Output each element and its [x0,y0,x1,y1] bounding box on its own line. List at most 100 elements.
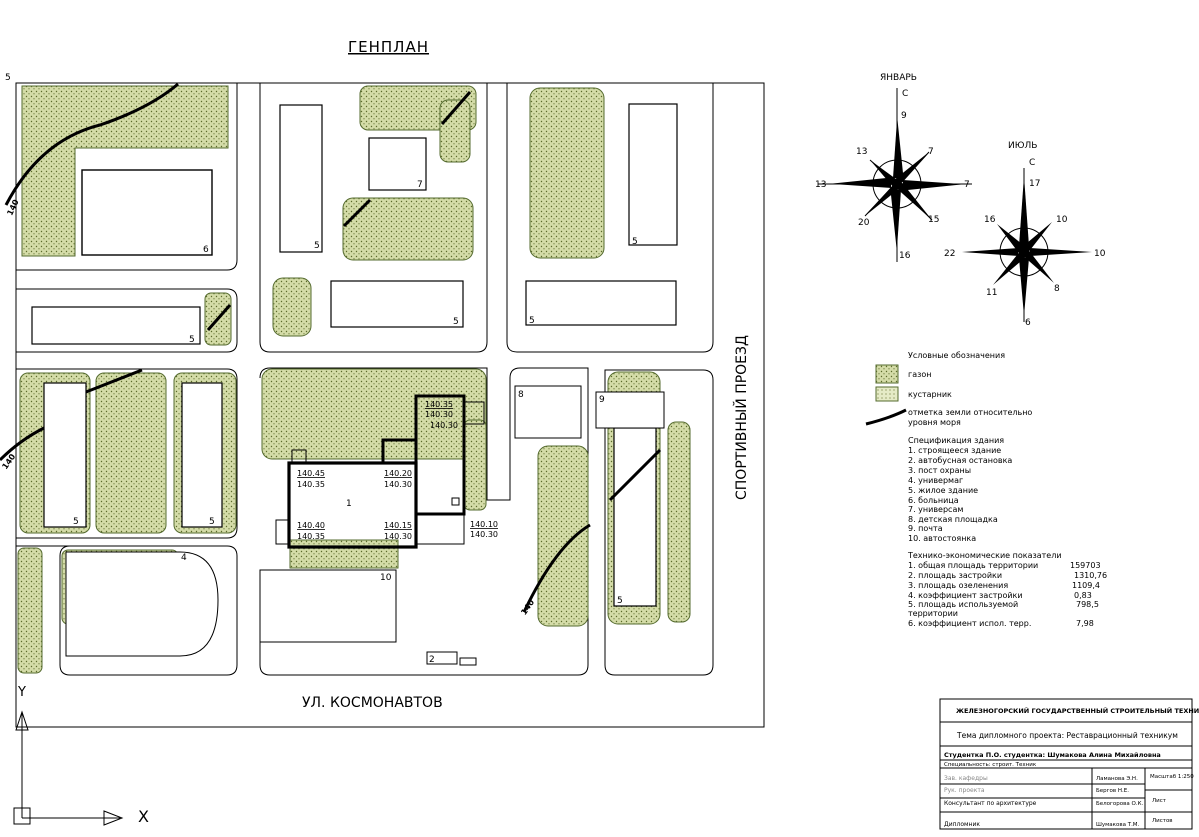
svg-text:Белогорова О.К.: Белогорова О.К. [1096,801,1143,807]
svg-text:8: 8 [1054,284,1060,294]
svg-text:11: 11 [986,288,997,298]
svg-text:ИЮЛЬ: ИЮЛЬ [1008,141,1037,151]
svg-text:3. площадь озеленения: 3. площадь озеленения [908,581,1008,590]
svg-text:10: 10 [1056,215,1068,225]
tech-indicators: Технико-экономические показатели 1. обща… [907,551,1107,628]
svg-text:1109,4: 1109,4 [1072,581,1100,590]
svg-text:9: 9 [599,395,605,405]
svg-text:9. почта: 9. почта [908,524,943,533]
svg-text:территории: территории [908,609,958,618]
svg-text:ЖЕЛЕЗНОГОРСКИЙ ГОСУДАРСТВЕННЫЙ: ЖЕЛЕЗНОГОРСКИЙ ГОСУДАРСТВЕННЫЙ СТРОИТЕЛЬ… [956,706,1199,715]
blocks [16,82,714,676]
svg-text:1310,76: 1310,76 [1074,571,1107,580]
street-bottom: УЛ. КОСМОНАВТОВ [302,695,443,711]
svg-text:10. автостоянка: 10. автостоянка [908,534,976,543]
contour-label-3: 140 [519,598,536,617]
svg-text:2. автобусная остановка: 2. автобусная остановка [908,456,1012,465]
svg-text:5: 5 [209,517,215,527]
svg-text:Шумакова Т.М.: Шумакова Т.М. [1096,822,1140,828]
svg-text:Зав. кафедры: Зав. кафедры [944,775,988,782]
street-right: СПОРТИВНЫЙ ПРОЕЗД [732,335,750,500]
svg-text:140.30: 140.30 [430,421,458,430]
svg-text:140.20: 140.20 [384,469,412,478]
svg-text:Тема дипломного проекта: Реста: Тема дипломного проекта: Реставрационный… [956,731,1178,740]
svg-text:16: 16 [984,215,996,225]
svg-text:140.30: 140.30 [384,480,412,489]
svg-text:Бергов Н.Е.: Бергов Н.Е. [1096,788,1129,794]
axis-y-label: Y [17,685,26,700]
svg-text:3. пост охраны: 3. пост охраны [908,466,971,475]
svg-text:Дипломник: Дипломник [944,821,980,828]
svg-text:ЯНВАРЬ: ЯНВАРЬ [880,73,917,83]
svg-text:16: 16 [899,251,911,261]
svg-text:1: 1 [346,499,352,509]
svg-text:Технико-экономические показате: Технико-экономические показатели [907,551,1062,560]
svg-text:кустарник: кустарник [908,390,952,399]
svg-text:5: 5 [453,317,459,327]
contour-lines [0,82,662,613]
svg-text:Специальность: строит. Техни: Специальность: строит. Техник [944,762,1037,768]
svg-text:140.10: 140.10 [470,520,498,529]
svg-text:Листов: Листов [1152,818,1173,824]
wind-rose-january: ЯНВАРЬ С 9 7 7 15 16 20 13 13 [815,73,972,262]
svg-text:140.30: 140.30 [384,532,412,541]
svg-text:Лист: Лист [1152,798,1167,804]
svg-text:20: 20 [858,218,870,228]
svg-text:5: 5 [73,517,79,527]
svg-text:140.45: 140.45 [297,469,325,478]
svg-text:17: 17 [1029,179,1040,189]
svg-text:6. коэффициент испол. терр.: 6. коэффициент испол. терр. [908,619,1031,628]
svg-text:798,5: 798,5 [1076,600,1099,609]
contour-label-2: 140 [0,452,17,471]
svg-text:140.15: 140.15 [384,521,412,530]
svg-text:4. коэффициент застройки: 4. коэффициент застройки [908,591,1023,600]
svg-text:140.35: 140.35 [297,480,325,489]
svg-text:0,83: 0,83 [1074,591,1092,600]
svg-text:8. детская площадка: 8. детская площадка [908,515,998,524]
coordinate-axes [13,710,124,826]
svg-text:22: 22 [944,249,955,259]
building-numbers: 6 7 5 5 5 5 5 5 5 5 5 1 4 10 2 8 9 [5,73,638,665]
svg-text:С: С [902,89,908,99]
svg-text:уровня моря: уровня моря [908,418,961,427]
svg-text:4. универмаг: 4. универмаг [908,476,963,485]
svg-text:Ламанова Э.Н.: Ламанова Э.Н. [1096,776,1138,782]
svg-text:5: 5 [632,237,638,247]
svg-text:4: 4 [181,553,187,563]
svg-text:15: 15 [928,215,939,225]
svg-text:6. больница: 6. больница [908,496,959,505]
svg-text:9: 9 [901,111,907,121]
building-1-construction [275,394,485,549]
wind-rose-july: ИЮЛЬ С 17 10 10 8 6 11 16 22 [944,141,1106,328]
buildings [31,103,678,666]
svg-text:2: 2 [429,655,435,665]
svg-text:5: 5 [189,335,195,345]
svg-text:7,98: 7,98 [1076,619,1094,628]
svg-text:Условные обозначения: Условные обозначения [908,351,1005,360]
axis-x-label: X [138,807,149,826]
svg-text:7: 7 [928,147,934,157]
svg-text:159703: 159703 [1070,561,1101,570]
svg-text:7. универсам: 7. универсам [908,505,963,514]
svg-text:6: 6 [1025,318,1031,328]
specification: Спецификация здания 1. строящееся здание… [908,436,1012,543]
svg-text:Масштаб 1:250: Масштаб 1:250 [1150,774,1194,780]
title-block [939,698,1193,830]
svg-text:Спецификация здания: Спецификация здания [908,436,1004,445]
svg-text:6: 6 [203,245,209,255]
svg-text:С: С [1029,158,1035,168]
svg-text:140.30: 140.30 [470,530,498,539]
svg-text:140.40: 140.40 [297,521,325,530]
svg-text:Студентка П.О. студентка: Шу: Студентка П.О. студентка: Шумакова Алина… [944,751,1161,759]
svg-text:10: 10 [380,573,392,583]
svg-text:1. общая площадь территории: 1. общая площадь территории [908,561,1038,570]
svg-text:5. жилое здание: 5. жилое здание [908,486,978,495]
svg-text:5. площадь используемой: 5. площадь используемой [908,600,1018,609]
svg-text:140.35: 140.35 [425,400,453,409]
title-block-text: ЖЕЛЕЗНОГОРСКИЙ ГОСУДАРСТВЕННЫЙ СТРОИТЕЛЬ… [944,706,1199,828]
svg-text:5: 5 [314,241,320,251]
svg-text:13: 13 [815,180,826,190]
svg-text:7: 7 [964,180,970,190]
svg-text:Консультант по архитектуре: Консультант по архитектуре [944,800,1037,807]
